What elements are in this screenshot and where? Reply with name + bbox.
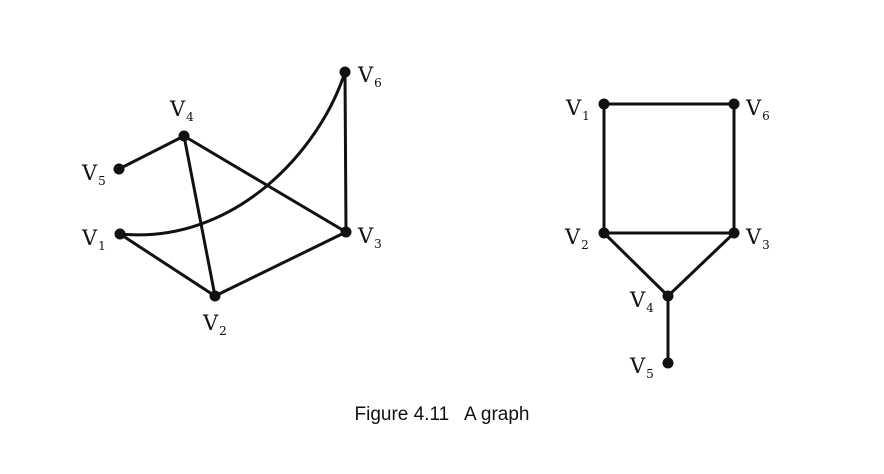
right-label-v3: V3 <box>745 225 770 252</box>
left-edge-v4-v3 <box>182 134 348 234</box>
left-label-v2: V2 <box>202 311 227 338</box>
right-node-v1 <box>598 98 610 110</box>
right-label-v5: V5 <box>629 354 654 381</box>
figure-caption: Figure 4.11 A graph <box>354 404 530 425</box>
left-edge-v2-v3 <box>213 230 348 298</box>
right-label-v6: V6 <box>745 96 770 123</box>
left-label-v6: V6 <box>357 63 382 90</box>
right-node-v2 <box>598 227 610 239</box>
right-edge-v2-v4 <box>602 231 670 298</box>
left-node-v3 <box>340 226 352 238</box>
right-label-v4: V4 <box>629 288 654 315</box>
left-node-v1 <box>114 228 126 240</box>
left-node-v2 <box>209 290 221 302</box>
right-label-v1: V1 <box>565 96 590 123</box>
right-node-v3 <box>728 227 740 239</box>
right-edge-v3-v4 <box>666 231 736 298</box>
left-label-v3: V3 <box>357 224 382 251</box>
right-node-v6 <box>728 98 740 110</box>
left-edge-v6-v3 <box>343 70 348 234</box>
left-node-v6 <box>339 66 351 78</box>
right-node-v4 <box>662 290 674 302</box>
right-label-v2: V2 <box>564 225 589 252</box>
left-label-v5: V5 <box>81 161 106 188</box>
left-edge-v4-v2 <box>182 134 217 298</box>
right-node-v5 <box>662 357 674 369</box>
left-edge-v5-v4 <box>117 134 186 171</box>
left-node-v4 <box>178 130 190 142</box>
left-label-v4: V4 <box>169 97 194 124</box>
left-label-v1: V1 <box>81 226 106 253</box>
left-edge-v1-v6 <box>118 70 347 237</box>
left-node-v5 <box>113 163 125 175</box>
left-edge-v1-v2 <box>118 232 217 298</box>
